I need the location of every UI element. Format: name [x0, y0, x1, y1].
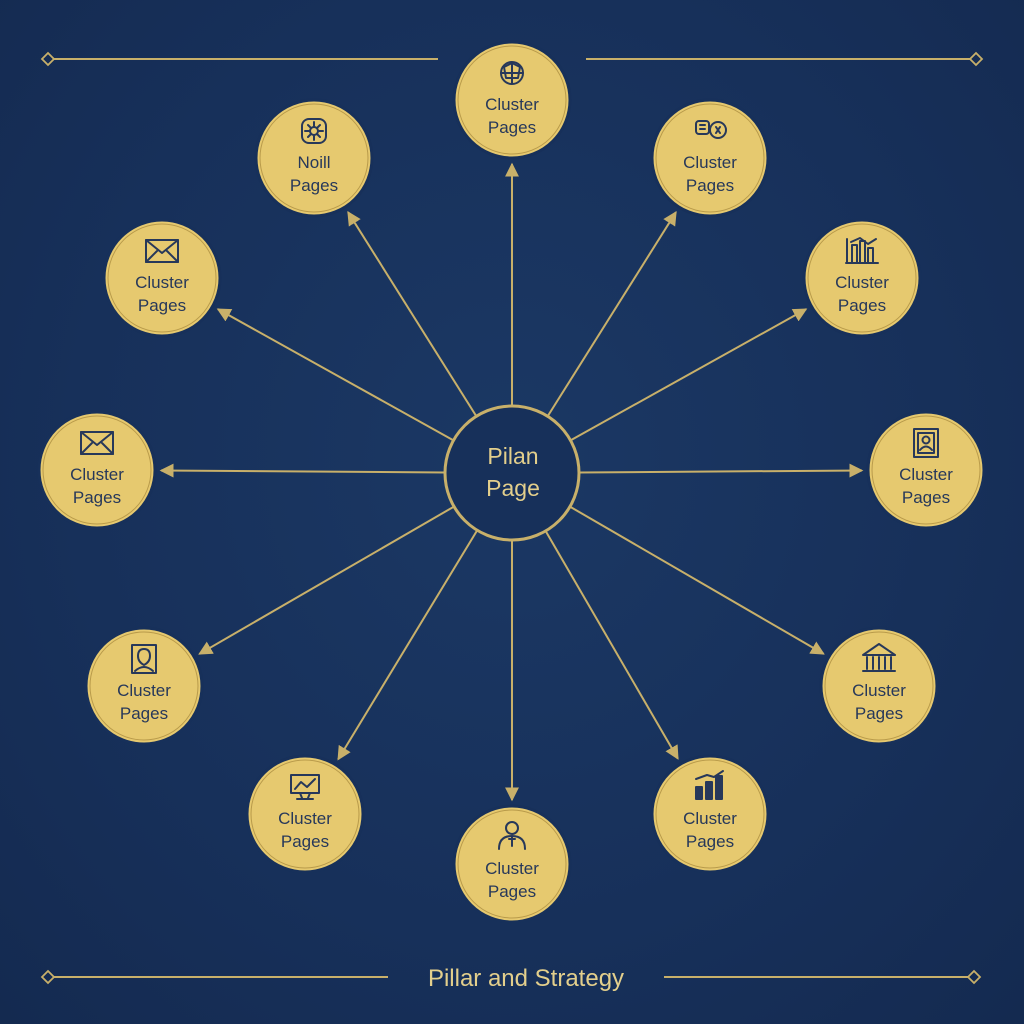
cluster-node-label-line2: Pages	[838, 296, 886, 315]
monitor-chart-icon	[290, 774, 320, 800]
person-frame-icon	[131, 644, 157, 674]
cluster-node-circle	[245, 754, 365, 874]
bottom-divider-right-diamond	[966, 969, 982, 985]
cluster-node-ring	[655, 103, 765, 213]
cluster-node-label-line2: Pages	[686, 832, 734, 851]
growth-bars-icon	[695, 770, 724, 800]
footer-title: Pillar and Strategy	[428, 965, 624, 992]
connector-arrow-top-left	[347, 210, 478, 417]
cluster-node-circle	[802, 218, 922, 338]
cluster-node-circle	[102, 218, 222, 338]
cluster-node-label-line2: Pages	[73, 488, 121, 507]
pillar-page-label-line1: Pilan	[487, 443, 538, 469]
connector-arrow-left	[159, 463, 446, 478]
cluster-node-label-line1: Noill	[297, 153, 330, 172]
cluster-node-label-line2: Pages	[855, 704, 903, 723]
pillar-page-node[interactable]: Pilan Page	[443, 404, 581, 542]
bottom-divider-left-diamond	[40, 969, 56, 985]
cluster-node-label-line1: Cluster	[70, 465, 124, 484]
cluster-node-circle	[650, 98, 770, 218]
chat-bubbles-icon	[695, 120, 727, 139]
connector-arrow-upper-left	[216, 308, 454, 442]
cluster-node-label-line2: Pages	[902, 488, 950, 507]
cluster-node-label-line1: Cluster	[135, 273, 189, 292]
flower-badge-icon	[301, 118, 327, 144]
envelope-icon	[145, 239, 179, 263]
cluster-node-circle	[819, 626, 939, 746]
cluster-node-label-line2: Pages	[138, 296, 186, 315]
cluster-node-label-line2: Pages	[281, 832, 329, 851]
profile-frame-icon	[913, 428, 939, 458]
cluster-node-ring	[89, 631, 199, 741]
cluster-node-ring	[457, 45, 567, 155]
pillar-page-circle	[443, 404, 581, 542]
top-divider	[40, 51, 984, 67]
connector-arrow-lower-right	[569, 505, 825, 655]
pillar-page-label-line2: Page	[486, 475, 540, 501]
cluster-node-label-line1: Cluster	[485, 859, 539, 878]
top-divider-right-diamond	[968, 51, 984, 67]
cluster-node-circle	[452, 40, 572, 160]
cluster-node-label-line1: Cluster	[117, 681, 171, 700]
cluster-node-label-line2: Pages	[488, 118, 536, 137]
cluster-node-circle	[84, 626, 204, 746]
cluster-node-label-line2: Pages	[686, 176, 734, 195]
connector-arrow-lower-left	[198, 505, 455, 655]
connector-arrow-bottom-left	[337, 529, 479, 761]
cluster-node-label-line1: Cluster	[835, 273, 889, 292]
envelope-icon	[80, 431, 114, 455]
cluster-nodes: ClusterPagesClusterPagesClusterPagesClus…	[37, 40, 986, 924]
cluster-node-circle	[452, 804, 572, 924]
connector-arrow-upper-right	[570, 308, 808, 442]
connector-arrow-right	[578, 463, 864, 478]
cluster-node-ring	[655, 759, 765, 869]
cluster-node-label-line2: Pages	[120, 704, 168, 723]
bank-building-icon	[862, 643, 896, 672]
cluster-node-ring	[42, 415, 152, 525]
cluster-node-ring	[250, 759, 360, 869]
cluster-node-ring	[107, 223, 217, 333]
cluster-node-label-line1: Cluster	[899, 465, 953, 484]
bar-chart-icon	[845, 237, 879, 264]
cluster-node-ring	[259, 103, 369, 213]
cluster-node-label-line2: Pages	[290, 176, 338, 195]
cluster-node-circle	[866, 410, 986, 530]
connectors	[159, 162, 864, 802]
cluster-node-circle	[254, 98, 374, 218]
cluster-node-label-line1: Cluster	[683, 809, 737, 828]
cluster-node-circle	[37, 410, 157, 530]
network-globe-icon	[500, 61, 524, 85]
cluster-node-ring	[824, 631, 934, 741]
cluster-node-ring	[871, 415, 981, 525]
cluster-node-label-line1: Cluster	[278, 809, 332, 828]
top-divider-left-diamond	[40, 51, 56, 67]
cluster-node-ring	[457, 809, 567, 919]
cluster-node-label-line2: Pages	[488, 882, 536, 901]
cluster-node-ring	[807, 223, 917, 333]
connector-arrow-top-right	[546, 210, 677, 417]
cluster-node-label-line1: Cluster	[683, 153, 737, 172]
cluster-node-label-line1: Cluster	[852, 681, 906, 700]
bottom-divider	[40, 969, 982, 985]
connector-arrow-bottom-right	[544, 530, 679, 760]
person-badge-icon	[498, 821, 526, 850]
cluster-node-circle	[650, 754, 770, 874]
cluster-node-label-line1: Cluster	[485, 95, 539, 114]
